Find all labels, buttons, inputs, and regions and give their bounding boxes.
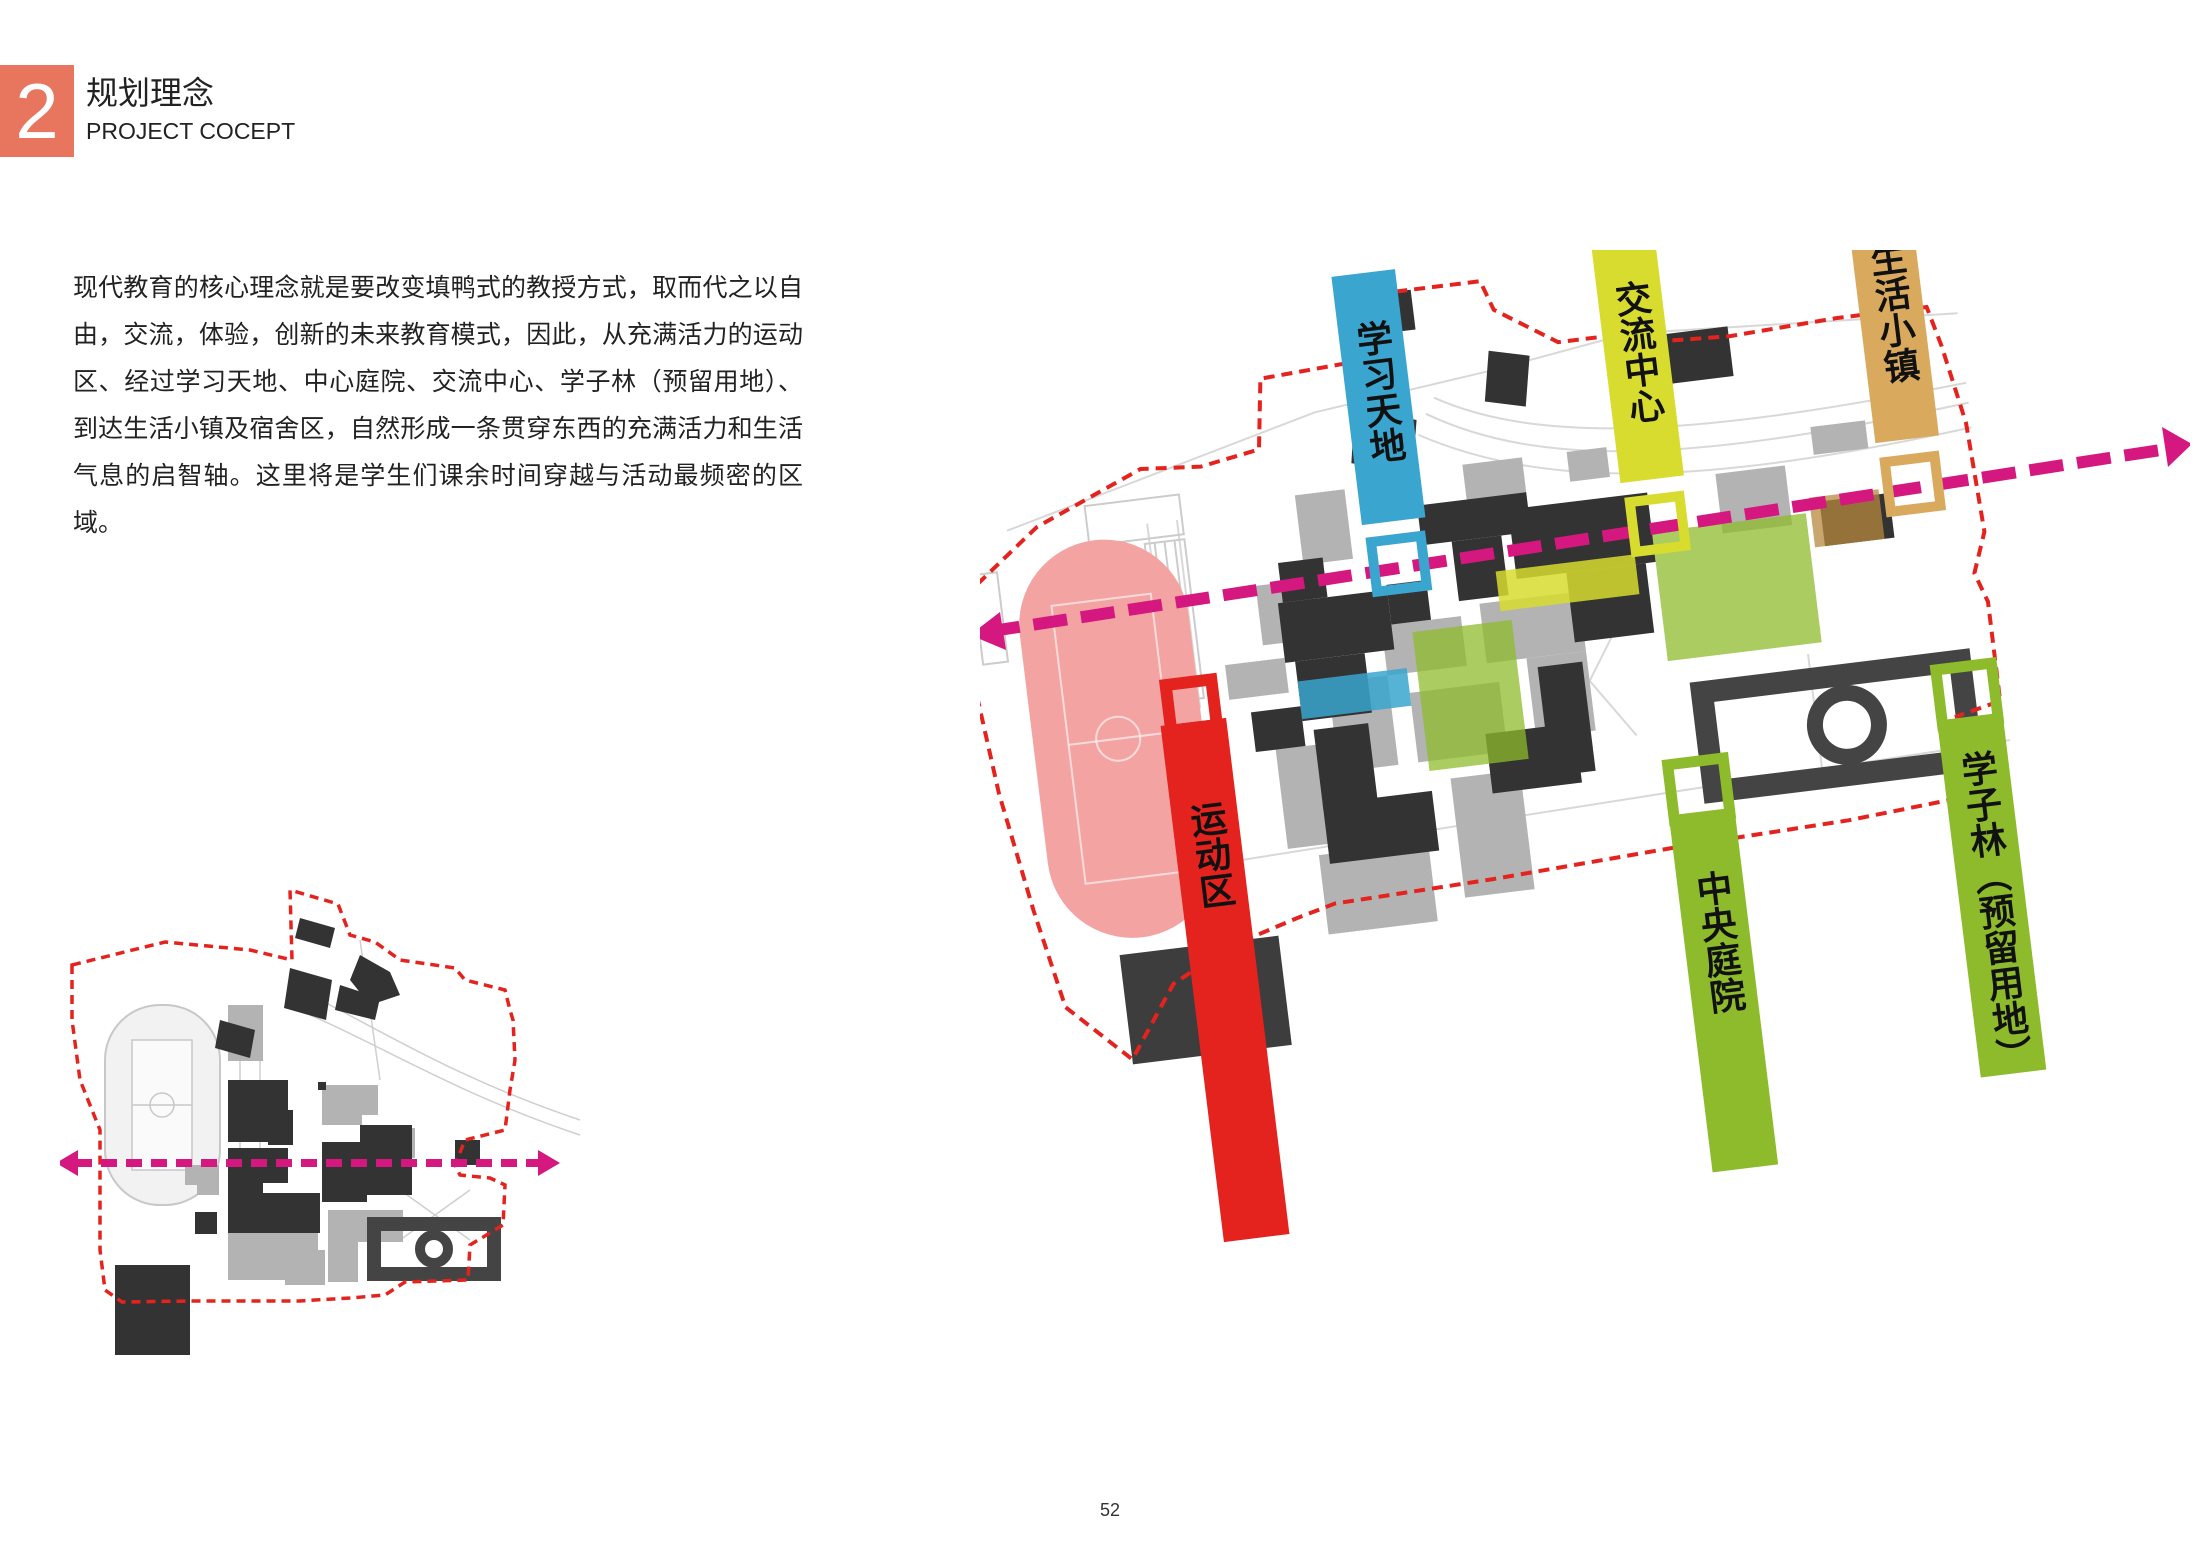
overview-buildings-dark: [115, 918, 480, 1355]
section-subtitle: PROJECT COCEPT: [86, 118, 296, 144]
overview-forest-building: [367, 1217, 501, 1281]
overview-site-boundary: [70, 887, 517, 1304]
overview-track: [104, 1004, 221, 1206]
overview-axis-arrow: [60, 1150, 560, 1176]
section-title: 规划理念: [86, 74, 215, 112]
concept-description: 现代教育的核心理念就是要改变填鸭式的教授方式，取而代之以自由，交流，体验，创新的…: [73, 273, 803, 537]
green-courtyards: [1412, 513, 1822, 772]
concept-diagram: 运动区 学习天地 交流中心 生活小镇 中央庭院 学子林（预留用地）: [980, 250, 2190, 1243]
zone-courtyard: 中央庭院: [1661, 751, 1779, 1173]
zone-forest: 学子林（预留用地）: [1929, 657, 2047, 1078]
exchange-band-on-plan: [1495, 554, 1640, 612]
zone-learning: 学习天地: [1331, 269, 1433, 598]
site-boundary: [980, 279, 2003, 1063]
wisdom-axis-arrow: [980, 427, 2190, 650]
zone-living: 生活小镇: [1844, 250, 1947, 518]
living-block-on-plan: [1808, 489, 1885, 548]
zone-sports: 运动区: [1158, 672, 1290, 1243]
zone-exchange: 交流中心: [1589, 250, 1692, 558]
section-number-badge: 2: [0, 65, 74, 157]
page-number: 52: [1099, 1500, 1121, 1520]
forest-building: [1689, 648, 1985, 804]
overview-site-plan: [60, 887, 581, 1355]
learning-band-on-plan: [1297, 668, 1412, 720]
